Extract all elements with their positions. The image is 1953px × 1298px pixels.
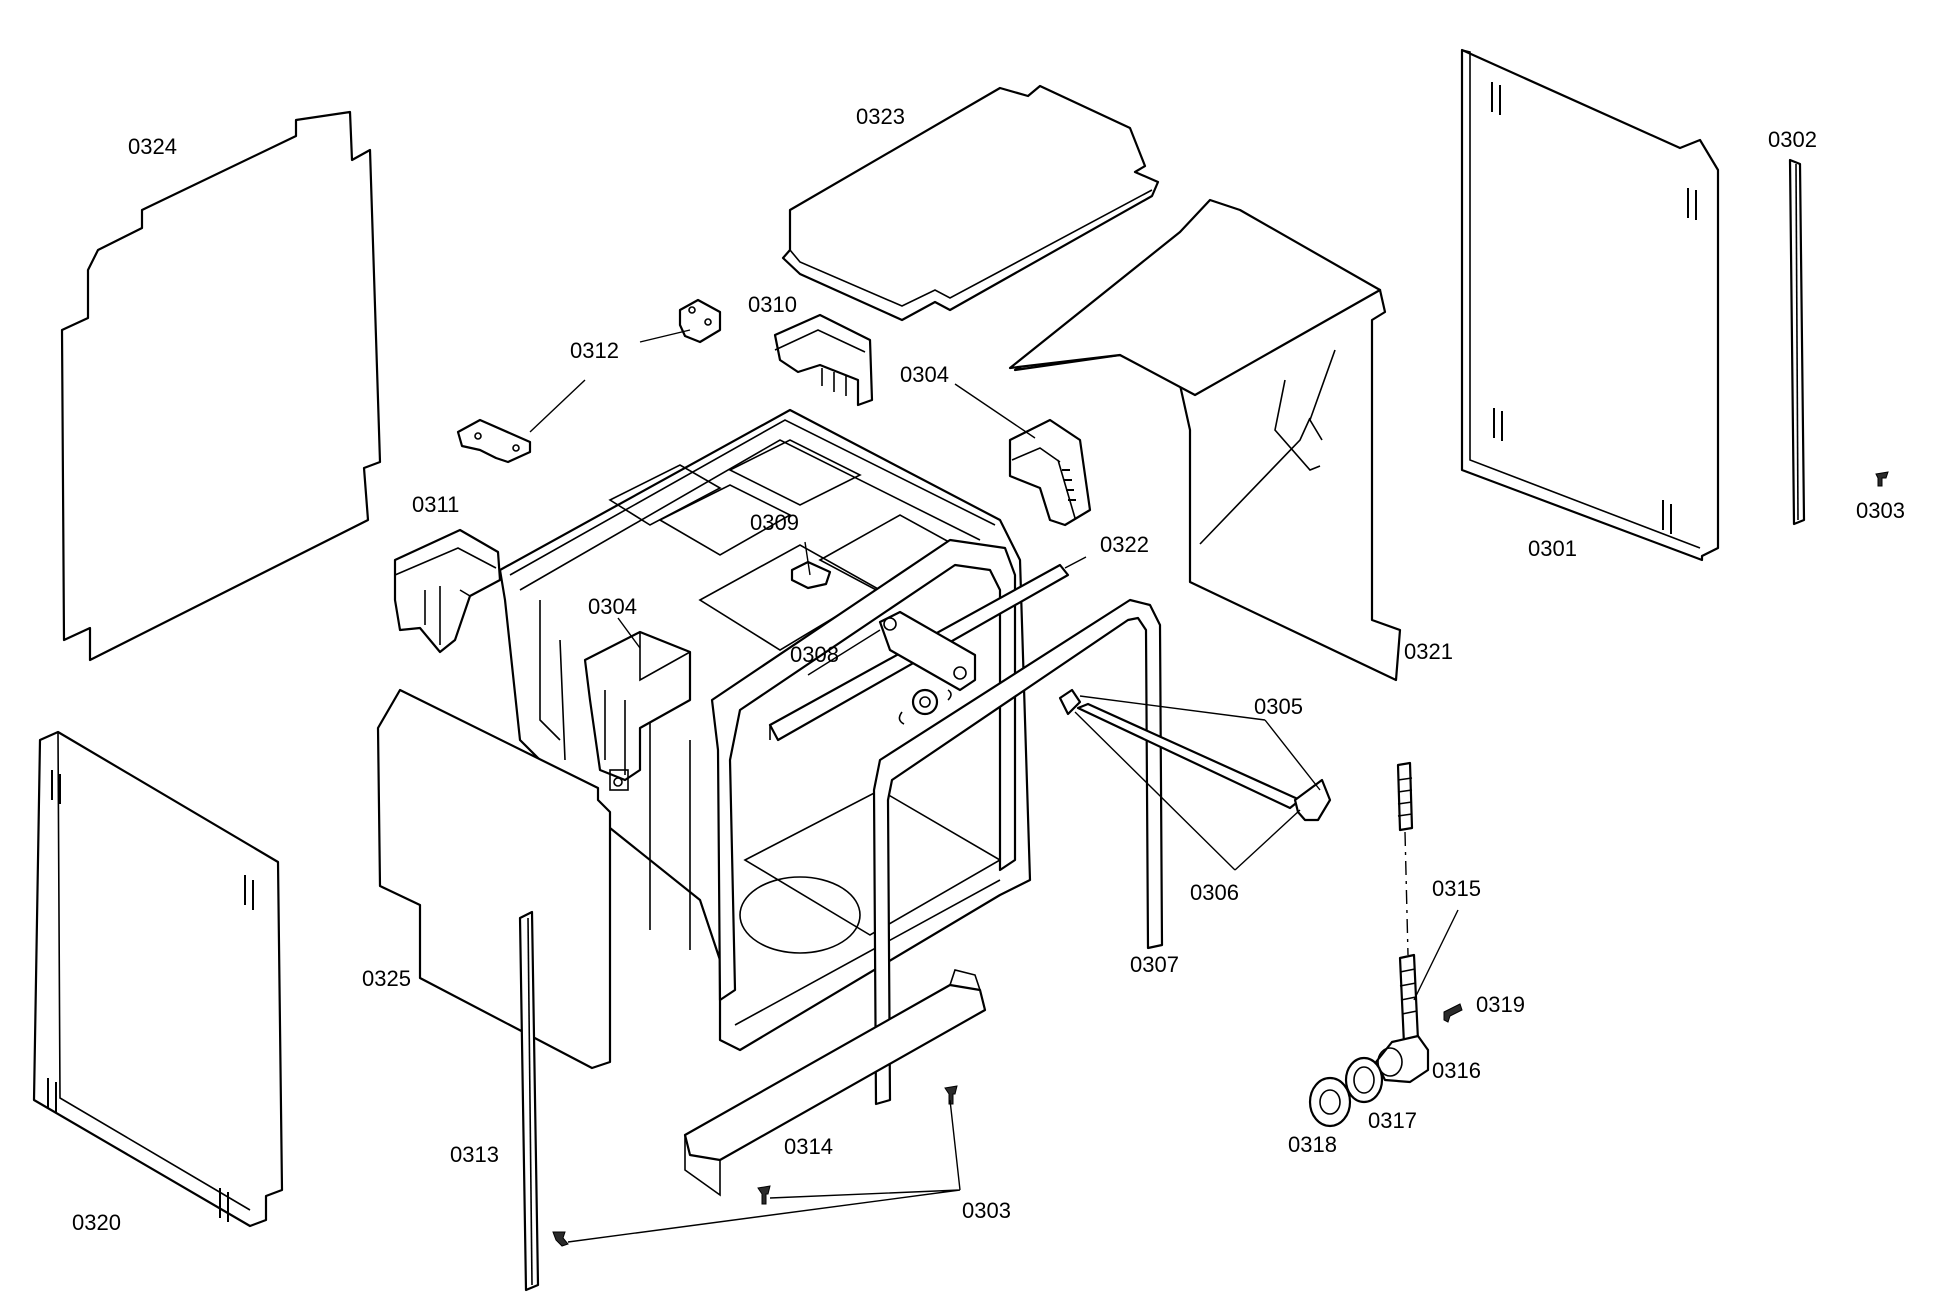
part-0317-ring[interactable] (1344, 1056, 1384, 1104)
label-0306: 0306 (1190, 880, 1239, 905)
part-0304-bracket-side[interactable] (1008, 418, 1092, 527)
label-0316: 0316 (1432, 1058, 1481, 1083)
label-0302: 0302 (1768, 127, 1817, 152)
label-0303-right: 0303 (1856, 498, 1905, 523)
part-0307-seal[interactable] (872, 598, 1164, 1106)
label-0308: 0308 (790, 642, 839, 667)
part-0316-elbow[interactable] (1374, 1034, 1430, 1084)
part-0303-screw-right[interactable] (1875, 471, 1889, 487)
part-0315-hose[interactable] (1396, 761, 1420, 1046)
label-0320: 0320 (72, 1210, 121, 1235)
label-0301: 0301 (1528, 536, 1577, 561)
part-0310-bracket[interactable] (773, 313, 874, 407)
part-0301-panel[interactable] (1460, 48, 1720, 562)
part-0308-hinge[interactable] (878, 610, 977, 725)
label-0324: 0324 (128, 134, 177, 159)
label-0309: 0309 (750, 510, 799, 535)
part-0314-rail[interactable] (683, 969, 987, 1197)
label-0304-side: 0304 (900, 362, 949, 387)
part-0312-bracket[interactable] (456, 298, 722, 464)
part-0313-strip[interactable] (518, 910, 540, 1292)
label-0317: 0317 (1368, 1108, 1417, 1133)
label-0305: 0305 (1254, 694, 1303, 719)
part-0323-top-panel[interactable] (781, 84, 1160, 322)
part-0320-panel[interactable] (32, 730, 284, 1228)
part-0302-strip[interactable] (1788, 158, 1806, 526)
label-0307: 0307 (1130, 952, 1179, 977)
part-0324-panel[interactable] (60, 110, 382, 662)
part-0304-bracket-tub[interactable] (583, 630, 692, 791)
part-door-frame (710, 538, 1017, 1002)
label-0304-tub: 0304 (588, 594, 637, 619)
label-0313: 0313 (450, 1142, 499, 1167)
part-0319-screw[interactable] (1443, 1003, 1463, 1023)
part-0325-panel[interactable] (376, 688, 612, 1070)
label-0310: 0310 (748, 292, 797, 317)
part-labels: 0324 0323 0302 0310 0312 0304 0311 0309 … (72, 104, 1905, 1235)
label-0325: 0325 (362, 966, 411, 991)
part-0305-rod[interactable] (1058, 688, 1332, 822)
leader-lines (529, 329, 1459, 1243)
label-0323: 0323 (856, 104, 905, 129)
label-0303-bottom: 0303 (962, 1198, 1011, 1223)
label-0321: 0321 (1404, 639, 1453, 664)
label-0318: 0318 (1288, 1132, 1337, 1157)
label-0315: 0315 (1432, 876, 1481, 901)
part-0321-side-panel[interactable] (1008, 198, 1402, 682)
part-0311-bracket[interactable] (393, 528, 502, 654)
part-0303-screws-bottom[interactable] (552, 1085, 958, 1247)
part-tub (498, 408, 1032, 1052)
label-0322: 0322 (1100, 532, 1149, 557)
label-0311: 0311 (412, 492, 459, 517)
label-0319: 0319 (1476, 992, 1525, 1017)
label-0314: 0314 (784, 1134, 833, 1159)
part-0318-cap[interactable] (1308, 1076, 1352, 1128)
label-0312: 0312 (570, 338, 619, 363)
